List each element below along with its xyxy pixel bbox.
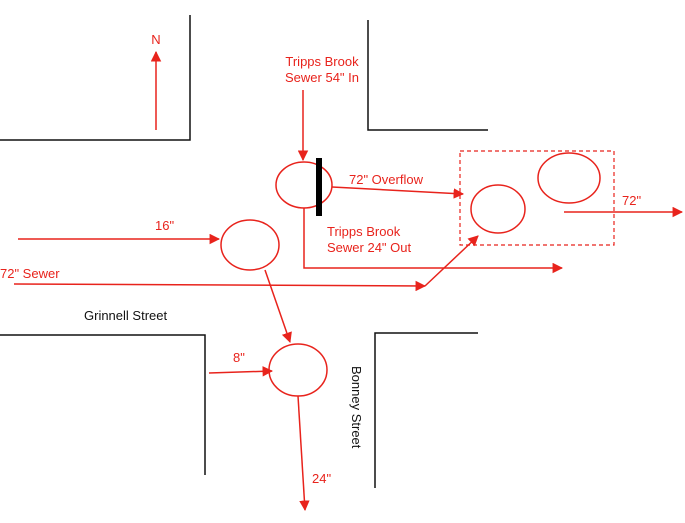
bonney-street-label: Bonney Street bbox=[349, 366, 364, 449]
pipe-16-label: 16" bbox=[155, 218, 174, 233]
sewer-72-label: 72" Sewer bbox=[0, 266, 60, 281]
connector-pipe bbox=[264, 269, 292, 343]
overflow-pipe bbox=[331, 186, 465, 199]
north-label: N bbox=[151, 32, 160, 47]
overflow-chamber-right bbox=[537, 152, 601, 204]
pipe-24-label: 24" bbox=[312, 471, 331, 486]
outfall-72-label: 72" bbox=[622, 193, 641, 208]
pipe-24 bbox=[297, 395, 310, 512]
manhole-lower bbox=[268, 343, 328, 397]
tripps-out-label-line1: Tripps Brook bbox=[327, 224, 401, 239]
diversion-manhole bbox=[275, 161, 333, 209]
manhole-16 bbox=[220, 219, 280, 271]
tripps-out-pipe bbox=[303, 208, 564, 274]
tripps-out-label-line2: Sewer 24" Out bbox=[327, 240, 411, 255]
weir-wall bbox=[316, 158, 322, 216]
street-corner-se bbox=[374, 332, 478, 488]
street-corner-nw bbox=[0, 15, 191, 141]
pipe-8-label: 8" bbox=[233, 350, 245, 365]
tripps-in-label-line2: Sewer 54" In bbox=[285, 70, 359, 85]
overflow-label: 72" Overflow bbox=[349, 172, 424, 187]
grinnell-street-label: Grinnell Street bbox=[84, 308, 167, 323]
street-corner-sw bbox=[0, 334, 206, 475]
street-corner-ne bbox=[367, 20, 488, 131]
overflow-structure bbox=[459, 150, 615, 246]
overflow-chamber-left bbox=[470, 184, 526, 234]
sewer-72-pipe bbox=[13, 280, 427, 292]
sewer-72-riser bbox=[424, 235, 479, 287]
tripps-in-label-line1: Tripps Brook bbox=[285, 54, 359, 69]
pipe-8 bbox=[208, 366, 274, 377]
